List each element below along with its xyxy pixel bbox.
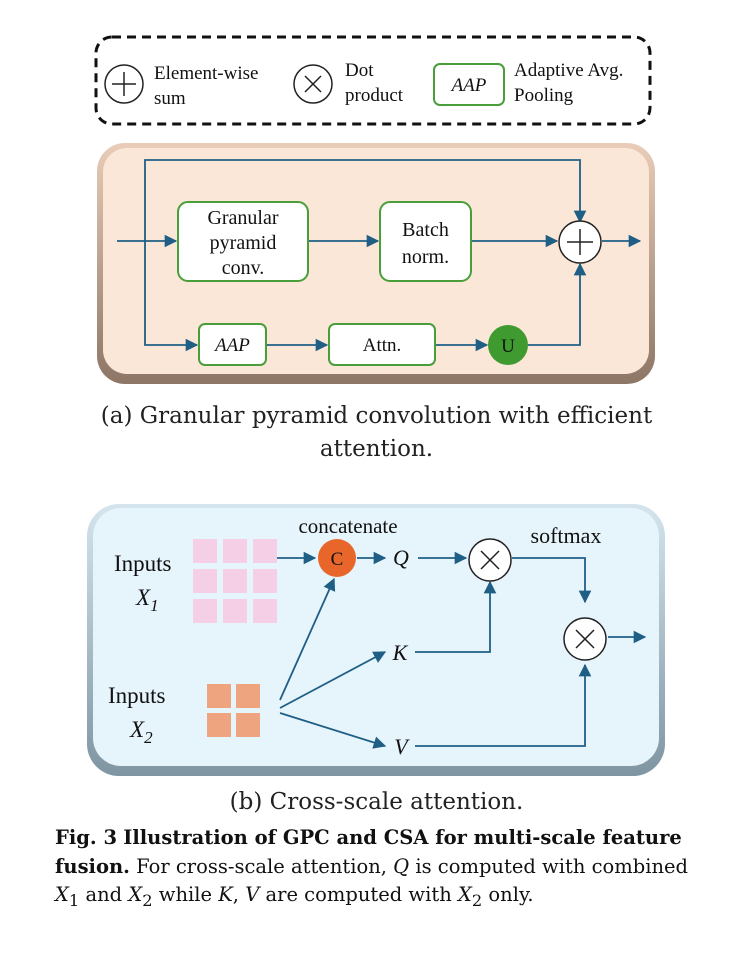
legend-aap-label-2: Pooling	[514, 85, 574, 106]
gpc-aap-branch	[144, 241, 199, 352]
legend-aap-box	[433, 63, 505, 106]
legend: Element-wise sum Dot product AAP Adaptiv…	[94, 35, 652, 126]
x1-cell	[223, 569, 247, 593]
bn-box-line-2: norm.	[402, 246, 449, 268]
x2-cell	[236, 684, 260, 708]
sum-icon	[104, 64, 144, 104]
x1-cell	[253, 599, 277, 623]
input-x1-grid	[193, 539, 277, 623]
legend-sum-label-1: Element-wise	[154, 63, 258, 84]
csa-dot-product-icon-2	[563, 617, 607, 661]
csa-arrow-v-to-dot	[415, 663, 592, 747]
concat-node-text: C	[331, 549, 344, 570]
x1-cell	[223, 599, 247, 623]
caption-a-line-2: attention.	[319, 436, 434, 462]
bn-box-line-1: Batch	[402, 219, 449, 241]
v-label: V	[394, 734, 410, 759]
gpc-box-line-3: conv.	[222, 257, 265, 279]
gpc-box-line-1: Granular	[207, 207, 278, 229]
x1-cell	[253, 569, 277, 593]
aap-box-text: AAP	[213, 335, 250, 356]
legend-dot-label-2: product	[345, 85, 404, 106]
figure-caption: Fig. 3 Illustration of GPC and CSA for m…	[55, 824, 705, 915]
x2-cell	[207, 684, 231, 708]
batch-norm-box	[379, 201, 472, 282]
inputs-x2-label: Inputs	[108, 683, 166, 708]
x1-symbol: X1	[135, 585, 159, 615]
gpc-diagram: Granular pyramid conv. Batch norm. AAP A…	[97, 143, 655, 384]
concatenate-label: concatenate	[298, 514, 397, 538]
x2-cell	[236, 713, 260, 737]
caption-text-5: are computed with	[265, 883, 452, 906]
caption-x2b: X2	[457, 883, 483, 910]
caption-q: Q	[393, 854, 410, 878]
concat-node	[318, 539, 356, 577]
csa-arrow-x2-to-v	[279, 712, 387, 749]
x1-cell	[253, 539, 277, 563]
q-label: Q	[393, 545, 409, 570]
caption-x1: X1	[55, 883, 80, 910]
caption-text-6: only.	[488, 883, 534, 906]
attn-box-text: Attn.	[363, 335, 402, 356]
legend-sum-label-2: sum	[154, 88, 186, 109]
attn-box	[328, 323, 436, 366]
csa-arrow-x2-to-concat	[279, 577, 336, 701]
caption-text-1: For cross-scale attention,	[136, 854, 387, 878]
csa-diagram: Inputs X1 Inputs X2 concatenate C Q K V …	[87, 504, 665, 776]
inputs-x1-label: Inputs	[114, 551, 172, 576]
x1-cell	[193, 569, 217, 593]
upsample-node	[488, 325, 528, 365]
gpc-box-line-2: pyramid	[210, 232, 277, 254]
x1-cell	[193, 539, 217, 563]
legend-dot-label-1: Dot	[345, 60, 374, 81]
legend-frame	[94, 35, 652, 126]
caption-x2: X2	[128, 883, 153, 910]
caption-text-4: while	[158, 883, 213, 906]
input-x2-grid	[207, 684, 260, 737]
legend-aap-text: AAP	[450, 75, 487, 96]
softmax-label: softmax	[531, 523, 602, 548]
aap-box	[198, 323, 267, 366]
upsample-node-text: U	[501, 336, 515, 357]
caption-v: V	[245, 883, 260, 906]
caption-b: (b) Cross-scale attention.	[229, 789, 524, 815]
caption-a-line-1: (a) Granular pyramid convolution with ef…	[100, 403, 653, 429]
caption-text-2: is computed with combined	[415, 854, 689, 878]
x2-cell	[207, 713, 231, 737]
caption-text-3: and	[85, 883, 123, 906]
caption-comma: ,	[232, 883, 239, 906]
gpc-skip-path	[144, 159, 587, 241]
csa-dot-product-icon-1	[468, 538, 512, 582]
k-label: K	[392, 640, 409, 665]
x1-cell	[223, 539, 247, 563]
gpc-arrow-u-to-sum	[528, 262, 587, 346]
figure-label: Fig. 3	[55, 826, 118, 849]
granular-pyramid-conv-box	[177, 201, 309, 282]
figure-title: Illustration of GPC and CSA for multi-sc…	[55, 826, 682, 878]
caption-k: K	[218, 883, 233, 906]
csa-arrow-k-to-dot	[415, 580, 497, 653]
gpc-sum-icon	[558, 220, 602, 264]
csa-arrow-x2-to-k	[279, 651, 387, 709]
legend-aap-label-1: Adaptive Avg.	[514, 60, 623, 81]
x1-cell	[193, 599, 217, 623]
dot-product-icon	[293, 64, 333, 104]
csa-arrow-dot-to-softmax	[512, 557, 592, 604]
x2-symbol: X2	[129, 717, 153, 747]
